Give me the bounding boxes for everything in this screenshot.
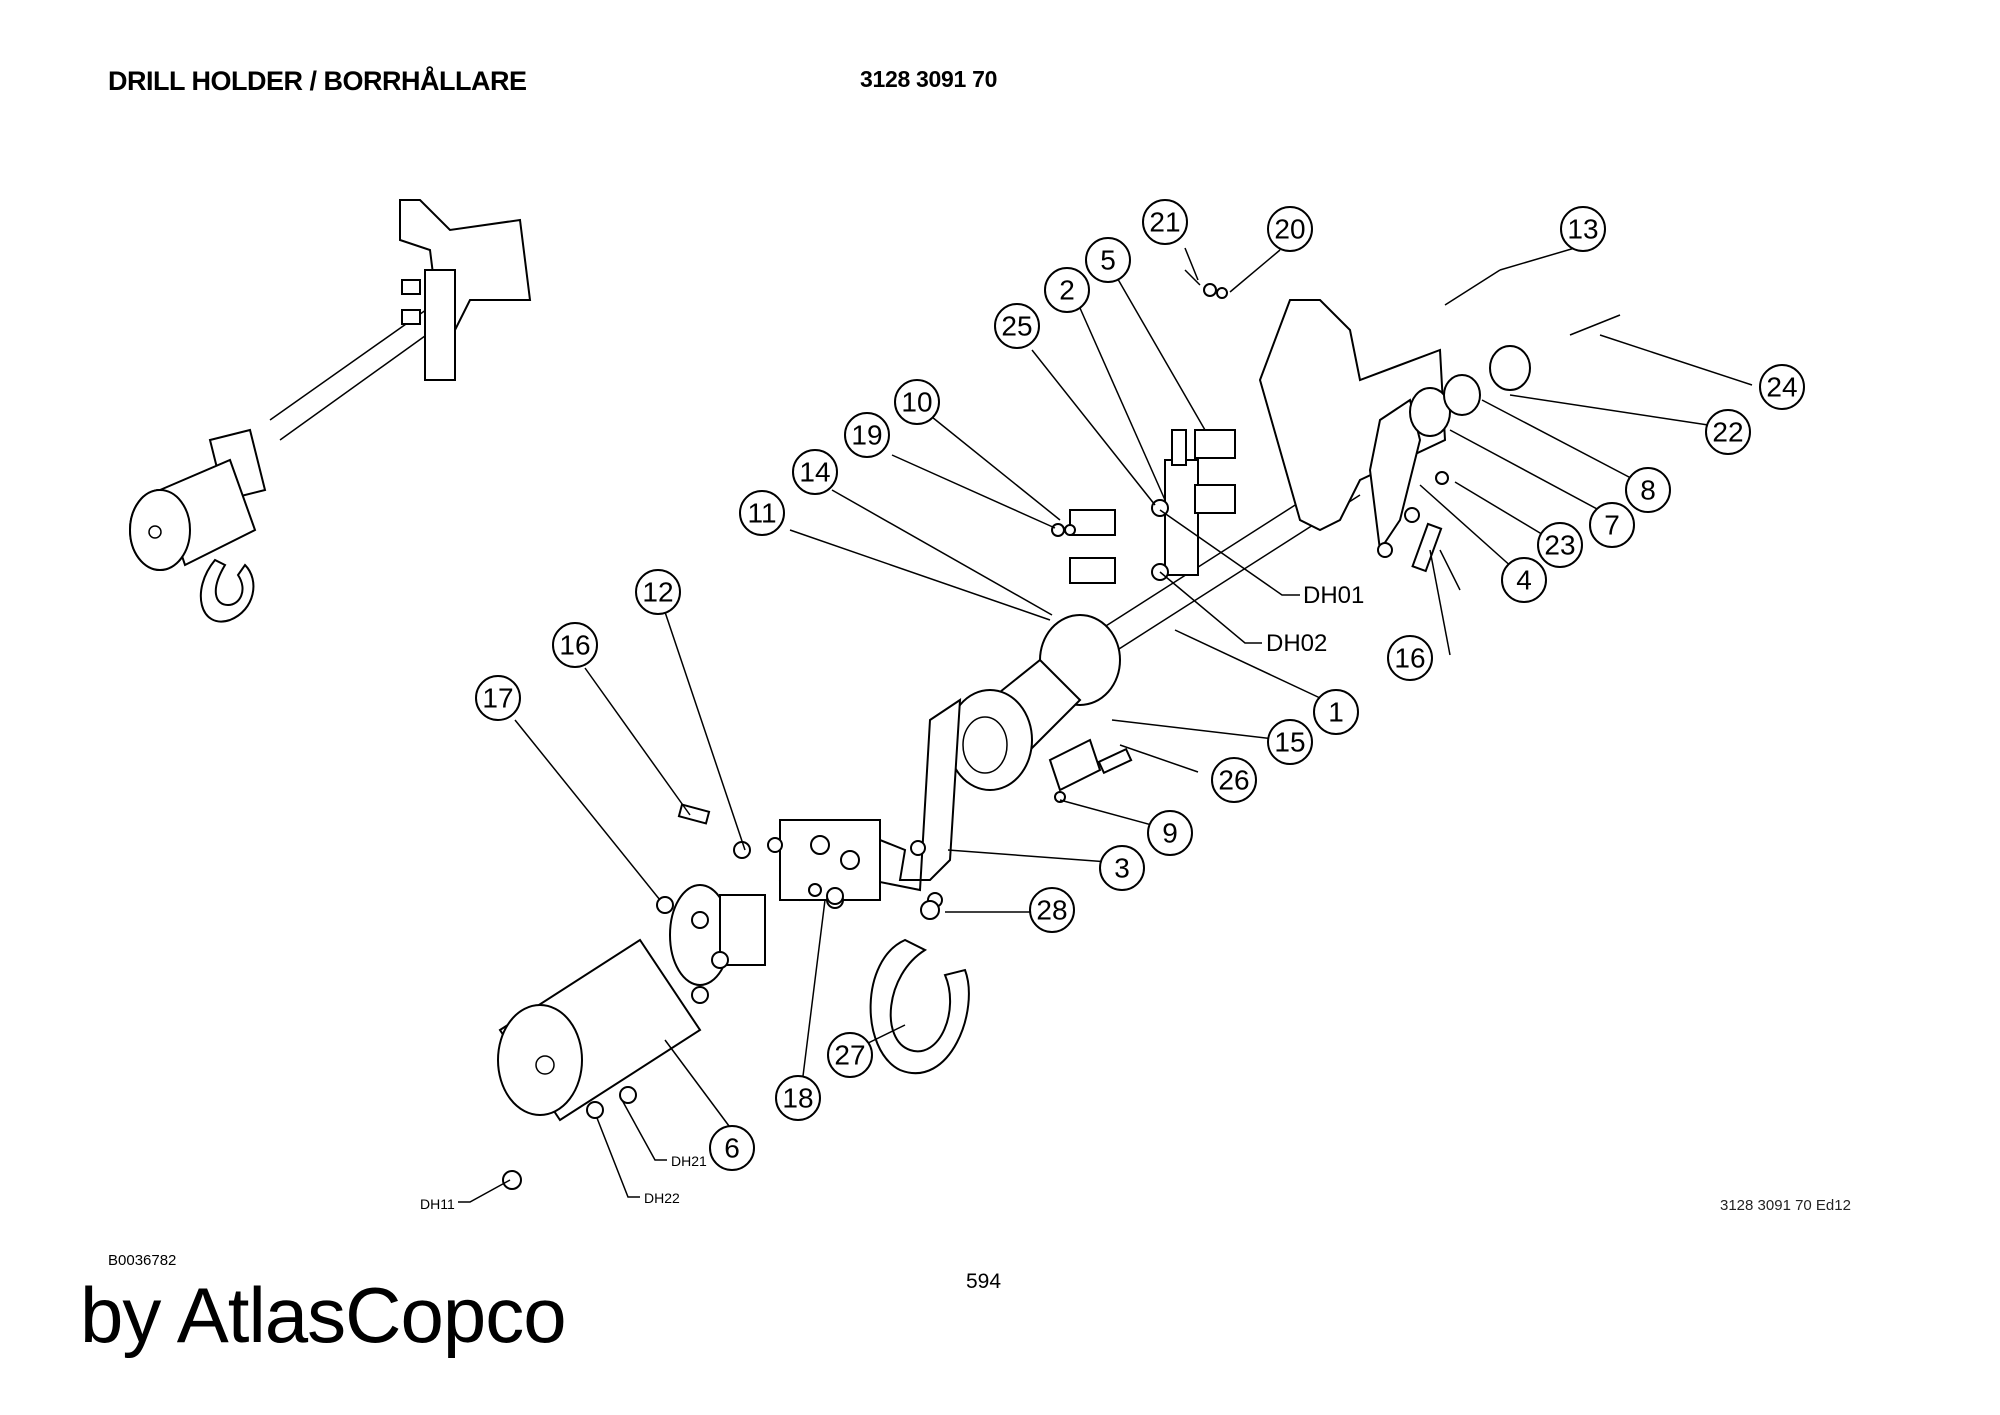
- svg-text:18: 18: [782, 1083, 813, 1114]
- callout-27: 27: [827, 1032, 873, 1078]
- callout-21: 21: [1142, 199, 1188, 245]
- callout-13: 13: [1560, 206, 1606, 252]
- callout-bubbles: 1 2 3 4 5 6 7 8 9 10 11 12 13 14 15 16 1…: [475, 199, 1805, 1171]
- callout-12: 12: [635, 569, 681, 615]
- svg-text:1: 1: [1328, 697, 1344, 728]
- svg-text:25: 25: [1001, 311, 1032, 342]
- rear-bracket: [1258, 299, 1531, 558]
- svg-text:17: 17: [482, 683, 513, 714]
- callout-2: 2: [1044, 267, 1090, 313]
- callout-9: 9: [1147, 810, 1193, 856]
- drawing-title: DRILL HOLDER / BORRHÅLLARE: [108, 66, 527, 96]
- detail-label-dh02: DH02: [1266, 630, 1327, 657]
- svg-text:5: 5: [1100, 245, 1116, 276]
- callout-26: 26: [1211, 757, 1257, 803]
- small-fasteners: [677, 471, 1449, 905]
- lifting-hook: [869, 900, 970, 1074]
- callout-22: 22: [1705, 409, 1751, 455]
- flange-housing: [767, 614, 1121, 909]
- callout-4: 4: [1501, 557, 1547, 603]
- callout-23: 23: [1537, 522, 1583, 568]
- svg-text:14: 14: [799, 457, 830, 488]
- svg-text:19: 19: [851, 420, 882, 451]
- page-number: 594: [966, 1270, 1002, 1293]
- callout-8: 8: [1625, 467, 1671, 513]
- svg-text:9: 9: [1162, 818, 1178, 849]
- callout-1: 1: [1313, 689, 1359, 735]
- svg-text:24: 24: [1766, 372, 1797, 403]
- callout-3: 3: [1099, 845, 1145, 891]
- detail-label-dh21: DH21: [671, 1153, 707, 1169]
- svg-text:16: 16: [559, 630, 590, 661]
- svg-text:21: 21: [1149, 207, 1180, 238]
- svg-text:4: 4: [1516, 565, 1532, 596]
- svg-text:15: 15: [1274, 727, 1305, 758]
- svg-text:20: 20: [1274, 214, 1305, 245]
- svg-text:6: 6: [724, 1133, 740, 1164]
- svg-text:13: 13: [1567, 214, 1598, 245]
- callout-6: 6: [709, 1125, 755, 1171]
- part-number: 3128 3091 70: [860, 66, 998, 92]
- svg-text:12: 12: [642, 577, 673, 608]
- brand-watermark: by AtlasCopco: [80, 1271, 567, 1359]
- detail-label-dh11: DH11: [420, 1196, 455, 1212]
- svg-text:23: 23: [1544, 530, 1575, 561]
- svg-text:10: 10: [901, 387, 932, 418]
- callout-17: 17: [475, 675, 521, 721]
- svg-text:16: 16: [1394, 643, 1425, 674]
- callout-20: 20: [1267, 206, 1313, 252]
- pin-and-clamps: [1051, 269, 1621, 591]
- svg-text:3: 3: [1114, 853, 1130, 884]
- detail-label-dh22: DH22: [644, 1190, 680, 1206]
- overview-assembly: [129, 199, 532, 623]
- svg-text:8: 8: [1640, 475, 1656, 506]
- drawing-id: B0036782: [108, 1252, 177, 1269]
- rotation-motor: [497, 884, 766, 1190]
- callout-15: 15: [1267, 719, 1313, 765]
- detail-label-dh01: DH01: [1303, 582, 1364, 609]
- svg-text:28: 28: [1036, 895, 1067, 926]
- callout-28: 28: [1029, 887, 1075, 933]
- callout-19: 19: [844, 412, 890, 458]
- callout-24: 24: [1759, 364, 1805, 410]
- callout-7: 7: [1589, 502, 1635, 548]
- callout-18: 18: [775, 1075, 821, 1121]
- callout-14: 14: [792, 449, 838, 495]
- svg-text:11: 11: [747, 498, 776, 529]
- callout-5: 5: [1085, 237, 1131, 283]
- callout-16: 16: [552, 622, 598, 668]
- edition-label: 3128 3091 70 Ed12: [1720, 1197, 1851, 1214]
- svg-text:2: 2: [1059, 275, 1075, 306]
- svg-text:27: 27: [834, 1040, 865, 1071]
- svg-text:22: 22: [1712, 417, 1743, 448]
- svg-text:26: 26: [1218, 765, 1249, 796]
- svg-text:7: 7: [1604, 510, 1620, 541]
- callout-16: 16: [1387, 635, 1433, 681]
- callout-10: 10: [894, 379, 940, 425]
- callout-11: 11: [739, 490, 785, 536]
- callout-25: 25: [994, 303, 1040, 349]
